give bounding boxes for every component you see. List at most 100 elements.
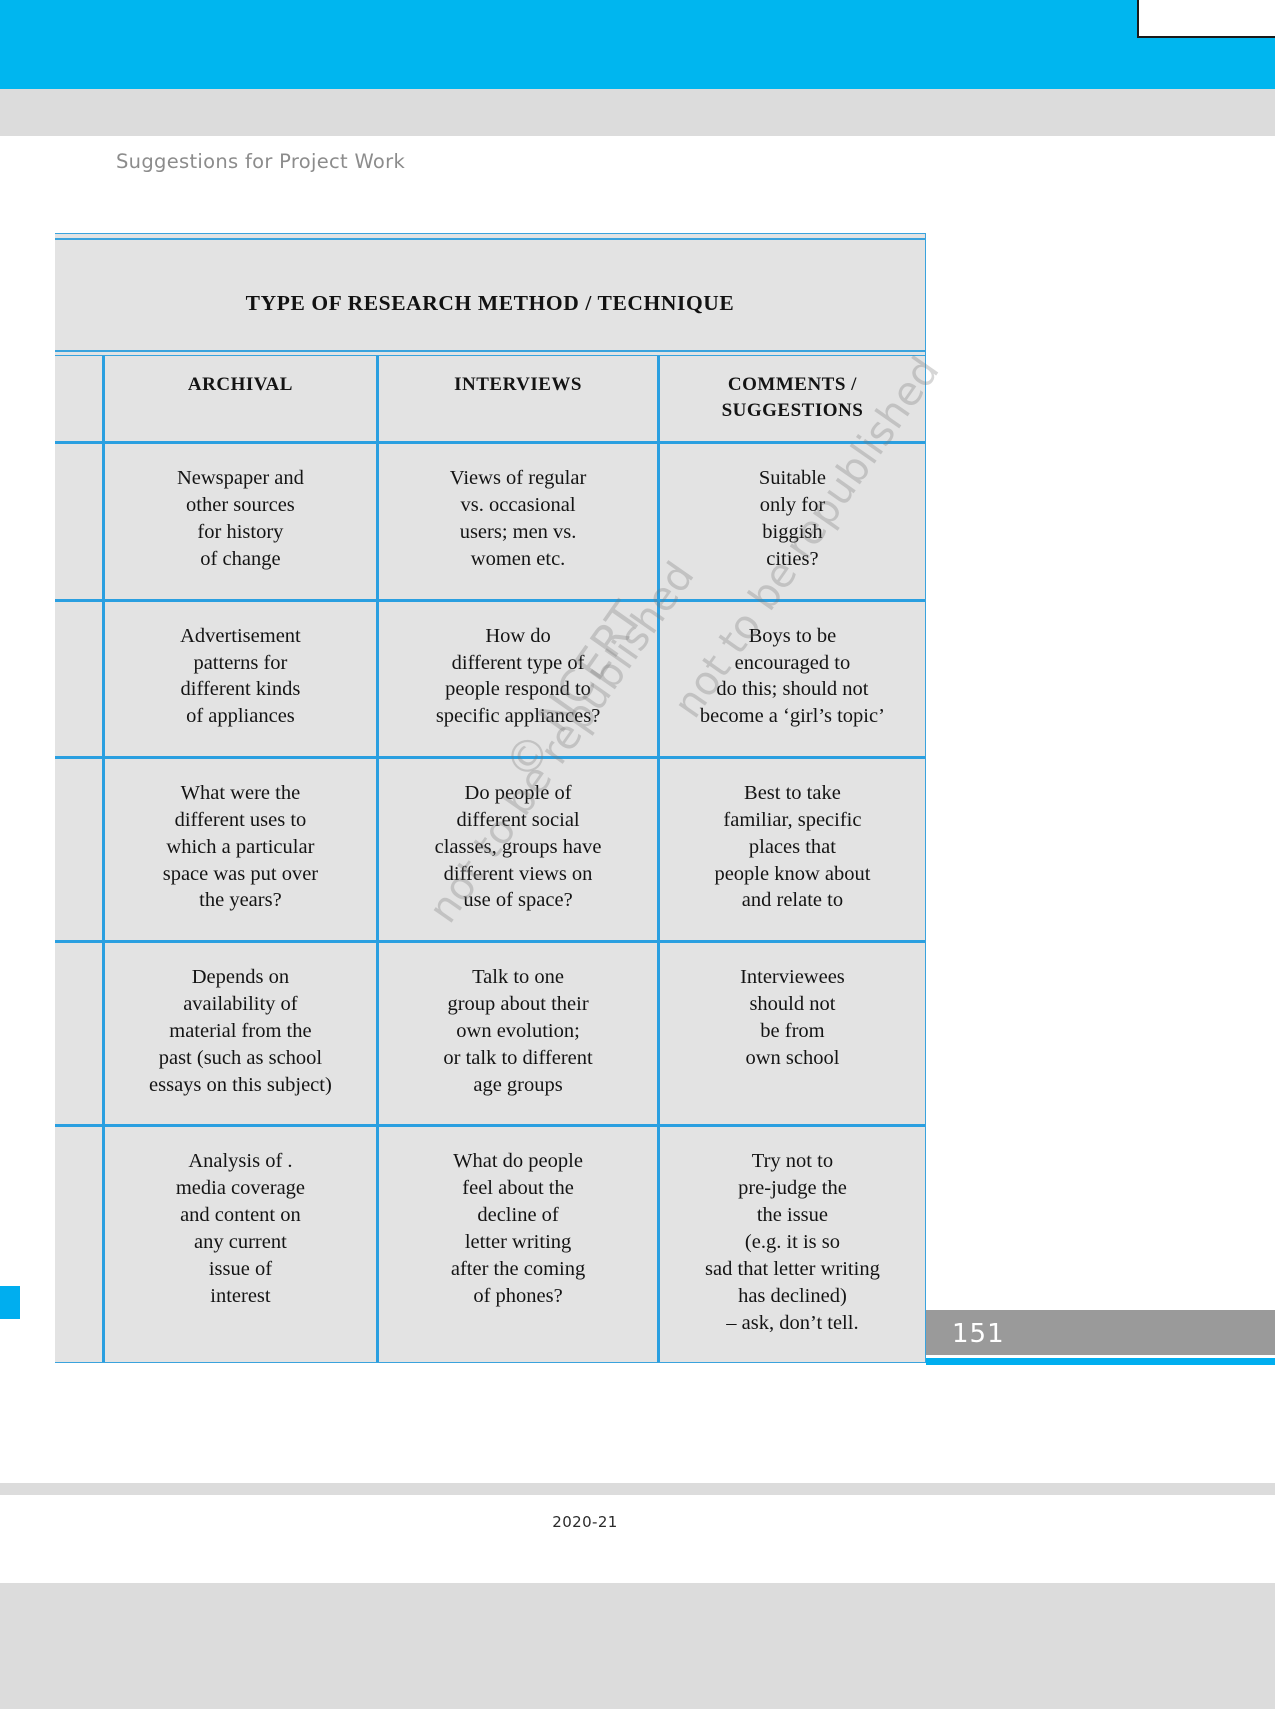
cell-interviews: Talk to one group about their own evolut… bbox=[378, 942, 659, 1126]
row-gutter bbox=[55, 442, 105, 601]
cell-line: familiar, specific bbox=[723, 808, 862, 831]
cell-line: Interviewees bbox=[740, 966, 845, 989]
cell-line: Try not to bbox=[751, 1150, 834, 1173]
cell-line: essays on this subject) bbox=[149, 1073, 332, 1096]
cell-line: patterns for bbox=[193, 651, 288, 674]
header-comments: COMMENTS / SUGGESTIONS bbox=[658, 356, 925, 443]
cell-line: be from bbox=[760, 1019, 825, 1042]
table-head: ARCHIVAL INTERVIEWS COMMENTS / SUGGESTIO… bbox=[55, 356, 925, 443]
bottom-white-strip bbox=[0, 1495, 1275, 1583]
cell-line: Advertisement bbox=[180, 624, 301, 647]
cell-line: past (such as school bbox=[158, 1046, 323, 1069]
cell-line: people know about bbox=[714, 862, 871, 885]
cell-line: users; men vs. bbox=[459, 520, 577, 543]
cell-line: feel about the bbox=[462, 1177, 574, 1200]
cell-line: has declined) bbox=[738, 1284, 847, 1307]
cell-line: different uses to bbox=[174, 808, 307, 831]
cell-line: cities? bbox=[766, 547, 819, 570]
table-row: Advertisement patterns for different kin… bbox=[55, 600, 925, 758]
cell-line: issue of bbox=[208, 1257, 273, 1280]
cell-line: (e.g. it is so bbox=[744, 1231, 840, 1253]
cell-line: different type of bbox=[451, 651, 585, 674]
corner-crop-mark bbox=[1137, 0, 1275, 38]
cell-line: of phones? bbox=[473, 1284, 563, 1307]
cell-interviews: How do different type of people respond … bbox=[378, 600, 659, 757]
cell-line: become a ‘girl’s topic’ bbox=[699, 705, 885, 728]
cell-comments: Interviewees should not be from own scho… bbox=[658, 942, 925, 1126]
cell-archival: Analysis of . media coverage and content… bbox=[103, 1126, 378, 1362]
research-method-table: ARCHIVAL INTERVIEWS COMMENTS / SUGGESTIO… bbox=[55, 356, 925, 1363]
table-header-row: ARCHIVAL INTERVIEWS COMMENTS / SUGGESTIO… bbox=[55, 356, 925, 443]
row-gutter bbox=[55, 941, 105, 1126]
cell-line: decline of bbox=[477, 1204, 559, 1227]
cell-interviews: What do people feel about the decline of… bbox=[378, 1126, 659, 1362]
cell-line: Do people of bbox=[464, 782, 572, 805]
row-gutter bbox=[55, 1125, 105, 1363]
table-title-rule bbox=[55, 350, 925, 356]
cell-interviews: Do people of different social classes, g… bbox=[378, 758, 659, 942]
cell-archival: Newspaper and other sources for history … bbox=[103, 443, 378, 600]
cell-line: women etc. bbox=[470, 547, 566, 570]
cell-line: and relate to bbox=[741, 889, 844, 912]
cell-line: of appliances bbox=[186, 705, 295, 728]
cell-line: Boys to be bbox=[748, 624, 837, 647]
cell-line: different views on bbox=[443, 862, 593, 885]
row-gutter bbox=[55, 600, 105, 758]
cell-line: pre-judge the bbox=[738, 1177, 847, 1200]
cell-line: other sources bbox=[186, 494, 295, 517]
cell-line: or talk to different bbox=[443, 1046, 593, 1069]
cell-line: Views of regular bbox=[449, 467, 587, 490]
cell-line: do this; should not bbox=[716, 678, 869, 701]
table-row: Depends on availability of material from… bbox=[55, 941, 925, 1126]
cell-line: the years? bbox=[199, 889, 282, 912]
top-grey-band bbox=[0, 89, 1275, 136]
cell-line: for history bbox=[197, 520, 284, 543]
cell-line: space was put over bbox=[162, 862, 319, 885]
cell-line: letter writing bbox=[464, 1231, 572, 1253]
cell-line: – ask, don’t tell. bbox=[726, 1311, 859, 1334]
cell-comments: Try not to pre-judge the the issue (e.g.… bbox=[658, 1126, 925, 1362]
cell-line: classes, groups have bbox=[434, 835, 602, 858]
cell-line: the issue bbox=[756, 1204, 829, 1227]
table-body: Newspaper and other sources for history … bbox=[55, 442, 925, 1363]
cell-line: different social bbox=[456, 808, 580, 831]
cell-line: vs. occasional bbox=[460, 494, 576, 517]
cell-line: places that bbox=[748, 835, 836, 858]
cell-line: which a particular bbox=[166, 835, 315, 858]
cell-line: Analysis of . bbox=[188, 1150, 293, 1173]
cell-line: use of space? bbox=[463, 889, 573, 912]
cell-line: and content on bbox=[180, 1204, 301, 1227]
cell-line: material from the bbox=[169, 1019, 312, 1042]
cell-line: Best to take bbox=[744, 782, 841, 805]
table-title: TYPE OF RESEARCH METHOD / TECHNIQUE bbox=[245, 291, 735, 315]
cell-line: interest bbox=[210, 1284, 271, 1307]
cell-line: Suitable bbox=[758, 467, 827, 490]
header-comments-line-2: SUGGESTIONS bbox=[721, 399, 864, 421]
left-cyan-marker bbox=[0, 1286, 20, 1319]
cell-line: any current bbox=[194, 1231, 287, 1253]
cell-line: age groups bbox=[473, 1073, 563, 1096]
cell-interviews: Views of regular vs. occasional users; m… bbox=[378, 443, 659, 600]
header-archival: ARCHIVAL bbox=[187, 374, 293, 395]
page-number: 151 bbox=[952, 1319, 1005, 1349]
cell-line: encouraged to bbox=[734, 651, 851, 674]
cell-comments: Suitable only for biggish cities? bbox=[658, 443, 925, 600]
header-gutter bbox=[55, 356, 105, 443]
cell-line: own school bbox=[745, 1046, 840, 1069]
table-row: What were the different uses to which a … bbox=[55, 757, 925, 942]
research-method-table-block: TYPE OF RESEARCH METHOD / TECHNIQUE ARCH… bbox=[55, 233, 926, 1364]
cell-line: Talk to one bbox=[472, 966, 565, 989]
top-cyan-band bbox=[0, 0, 1275, 89]
cell-line: specific appliances? bbox=[435, 705, 601, 728]
table-row: Analysis of . media coverage and content… bbox=[55, 1125, 925, 1363]
cell-line: should not bbox=[749, 993, 836, 1016]
cell-line: Newspaper and bbox=[176, 467, 304, 490]
cell-comments: Boys to be encouraged to do this; should… bbox=[658, 600, 925, 757]
cell-line: after the coming bbox=[450, 1257, 586, 1280]
cell-line: What were the bbox=[180, 782, 301, 805]
cell-comments: Best to take familiar, specific places t… bbox=[658, 758, 925, 942]
cell-line: availability of bbox=[183, 993, 298, 1016]
cell-archival: What were the different uses to which a … bbox=[103, 758, 378, 942]
cell-line: biggish bbox=[762, 520, 823, 543]
